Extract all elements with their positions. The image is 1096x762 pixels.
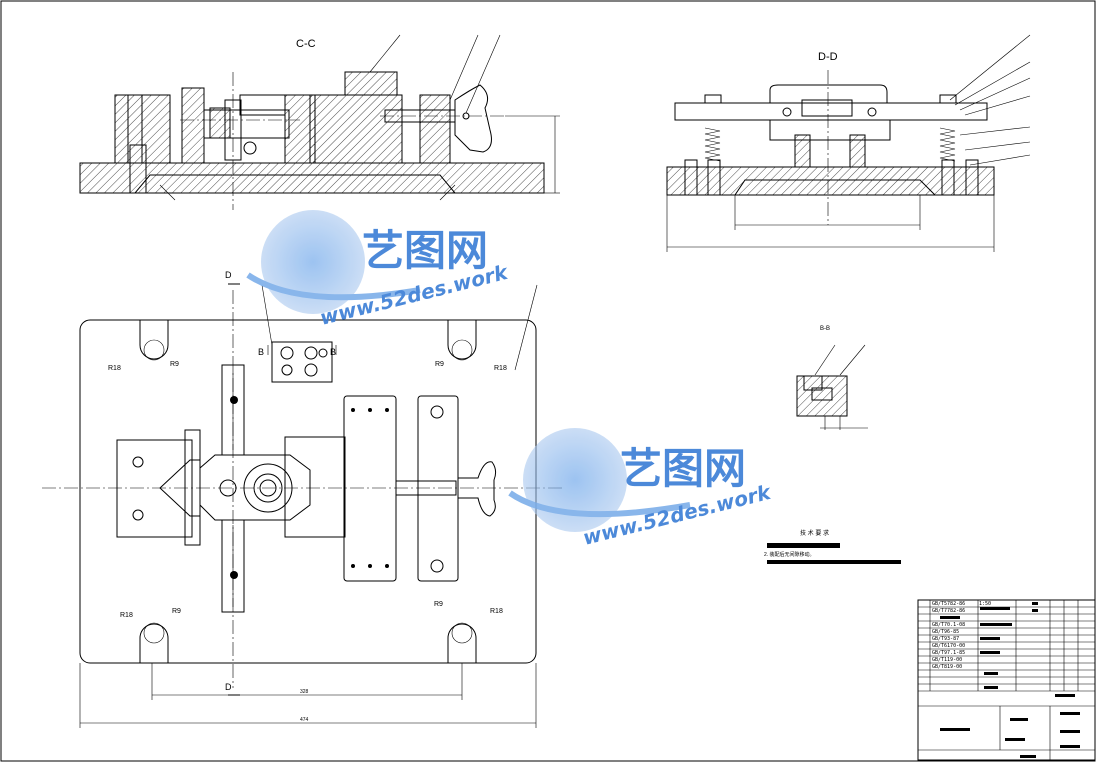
tech-req-item2: 2. 装配后无间隙移动。 [764, 551, 815, 558]
tb-row-7: GB/T97.1-85 [932, 650, 965, 656]
dim-total: 474 [300, 717, 309, 723]
tb-row-3: GB/T70.1-08 [932, 622, 965, 628]
tb-row-6: GB/T6170-00 [932, 643, 965, 649]
cut-d-top: D [225, 270, 232, 280]
title-block: 1:50 GB/T5782-86 GB/T7782-86 GB/T70.1-08… [917, 599, 1096, 761]
section-cc-label: C-C [296, 38, 316, 50]
section-dd-view: D-D [666, 34, 1031, 252]
watermark-brand-bottom: 艺图网 [620, 444, 746, 493]
cut-d-bottom: D [225, 682, 232, 692]
tb-row-5: GB/T93-87 [932, 636, 959, 642]
tb-row-1: GB/T5782-86 [932, 601, 965, 607]
section-bb-view: B-B [796, 326, 868, 430]
watermark-top: 艺图网 www.52des.work [246, 210, 511, 330]
tb-row-4: GB/T96-85 [932, 629, 959, 635]
radius-label-8: R18 [490, 608, 503, 615]
dim-span: 328 [300, 689, 309, 695]
cut-b-left: B [258, 347, 264, 357]
cut-b-right: B [330, 347, 336, 357]
tb-scale: 1:50 [979, 601, 991, 607]
tech-req-title: 技 术 要 求 [800, 529, 829, 537]
radius-label-1: R18 [108, 365, 121, 372]
radius-label-7: R9 [434, 601, 443, 608]
watermark-bottom: 艺图网 www.52des.work [508, 428, 774, 550]
plan-view: R18 R9 R9 R18 R18 R9 R9 R18 [42, 270, 565, 728]
radius-label-5: R18 [120, 612, 133, 619]
radius-label-3: R9 [435, 361, 444, 368]
radius-label-6: R9 [172, 608, 181, 615]
tb-row-2: GB/T7782-86 [932, 608, 965, 614]
tb-row-9: GB/T819-00 [932, 664, 962, 670]
tb-row-8: GB/T119-00 [932, 657, 962, 663]
globe-icon [523, 428, 627, 532]
section-dd-label: D-D [818, 51, 838, 63]
section-cc-view: C-C [79, 34, 560, 210]
watermark-brand-top: 艺图网 [362, 226, 488, 275]
radius-label-4: R18 [494, 365, 507, 372]
radius-label-2: R9 [170, 361, 179, 368]
tech-requirements: 技 术 要 求 2. 装配后无间隙移动。 [764, 529, 901, 564]
globe-icon [261, 210, 365, 314]
section-bb-label: B-B [820, 326, 830, 332]
